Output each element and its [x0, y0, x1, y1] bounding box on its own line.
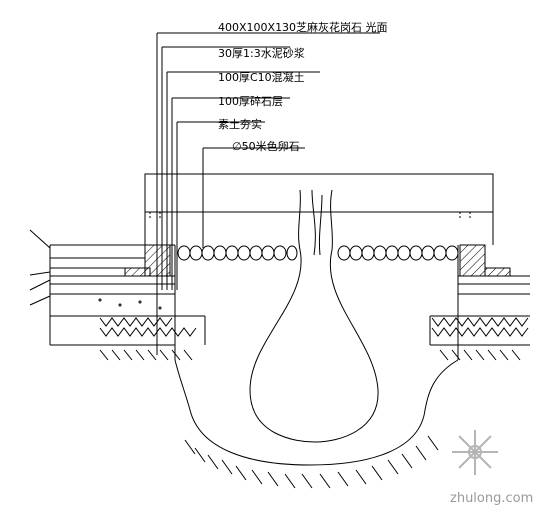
zhulong-snowflake-logo: [452, 430, 498, 475]
left-curb: [124, 244, 176, 360]
left-pavement-layers: [29, 229, 175, 346]
tree-pit: [174, 189, 459, 466]
callout-rammed-soil: 素土夯实: [218, 117, 262, 131]
callout-gravel: 100厚碎石层: [218, 94, 283, 108]
elevation-frame: [144, 173, 494, 245]
soil-hatch: [184, 435, 439, 489]
pebbles-left: [177, 245, 298, 261]
leader-lines: [156, 32, 380, 355]
callout-granite-curb: 400X100X130芝麻灰花岗石 光面: [218, 20, 388, 34]
callout-cement-mortar: 30厚1:3水泥砂浆: [218, 46, 305, 60]
pebbles-right: [337, 245, 459, 261]
callout-concrete: 100厚C10混凝土: [218, 70, 305, 84]
callout-pebbles: ∅50米色卵石: [232, 139, 300, 153]
right-pavement-layers: [429, 275, 530, 361]
watermark-text: zhulong.com: [450, 491, 533, 506]
right-curb: [457, 244, 511, 360]
left-gravel-layer: [99, 315, 206, 361]
